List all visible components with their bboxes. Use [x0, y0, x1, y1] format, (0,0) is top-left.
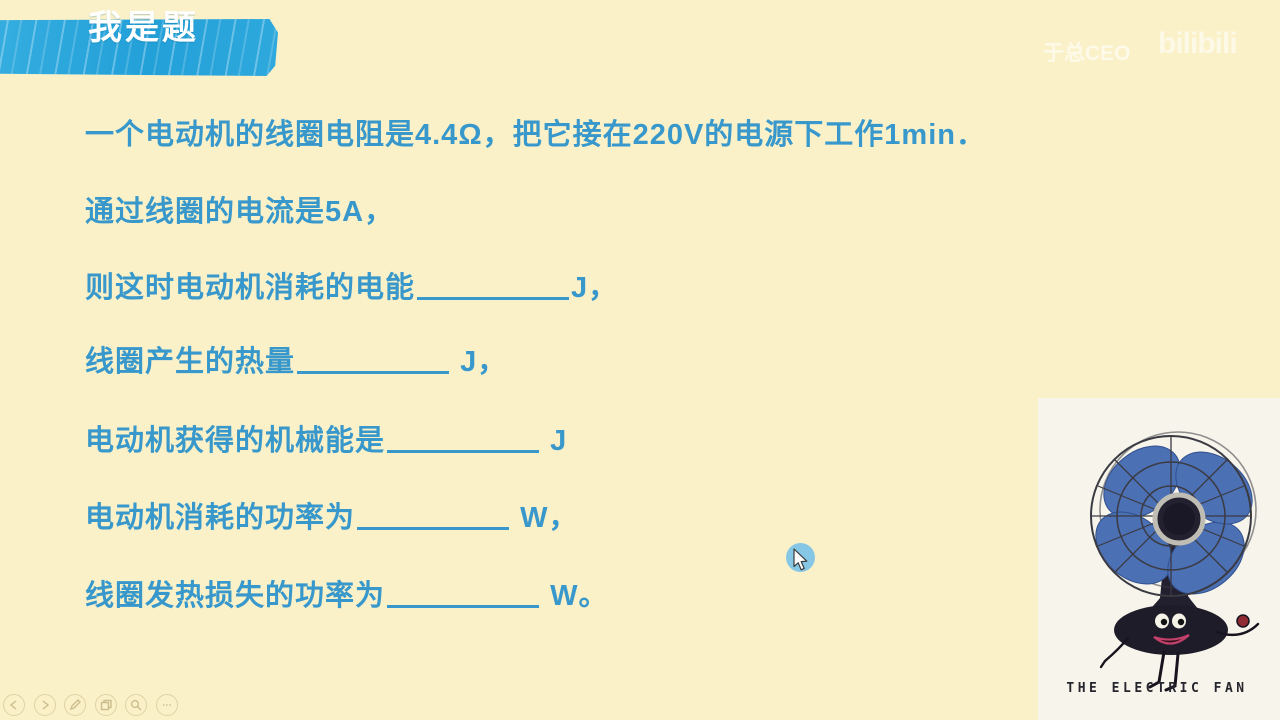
question-text: 则这时电动机消耗的电能: [85, 272, 416, 304]
fan-caption: THE ELECTRIC FAN: [1066, 681, 1248, 696]
blank-underline: [417, 274, 570, 300]
blank-underline: [387, 582, 540, 608]
question-line: 一个电动机的线圈电阻是4.4Ω，把它接在220V的电源下工作1min．: [85, 111, 986, 153]
presenter-controls[interactable]: [3, 694, 178, 716]
electric-fan-icon: [1090, 431, 1260, 692]
title-banner: [0, 19, 278, 76]
slides-icon[interactable]: [94, 694, 117, 716]
magnifier-icon[interactable]: [125, 694, 147, 716]
pen-icon[interactable]: [64, 694, 86, 716]
question-line: 通过线圈的电流是5A，: [85, 188, 394, 230]
question-unit: W。: [541, 580, 609, 612]
question-text: 一个电动机的线圈电阻是4.4Ω，把它接在220V的电源下工作1min．: [85, 119, 986, 151]
uploader-watermark: 于总CEO: [1043, 42, 1131, 65]
blank-underline: [387, 427, 540, 453]
question-unit: J: [541, 425, 568, 457]
question-unit: J，: [451, 346, 508, 378]
question-line: 线圈发热损失的功率为 W。: [85, 572, 608, 614]
question-unit: J，: [571, 272, 619, 304]
back-arrow-icon[interactable]: [3, 694, 25, 716]
question-text: 通过线圈的电流是5A，: [85, 196, 395, 228]
forward-arrow-icon[interactable]: [33, 694, 56, 716]
blank-underline: [357, 504, 510, 530]
question-text: 电动机获得的机械能是: [85, 425, 386, 457]
bilibili-logo: bilibili: [1158, 27, 1238, 60]
page-title: 我是题: [88, 9, 199, 47]
fan-illustration-card: THE ELECTRIC FAN: [1038, 398, 1280, 720]
question-text: 电动机消耗的功率为: [85, 502, 356, 534]
question-text: 线圈发热损失的功率为: [85, 580, 386, 612]
mouse-cursor-icon: [793, 548, 808, 571]
more-icon[interactable]: [155, 694, 178, 716]
question-line: 线圈产生的热量 J，: [85, 338, 507, 380]
question-unit: W，: [511, 502, 579, 534]
question-line: 则这时电动机消耗的电能 J，: [85, 264, 618, 306]
question-line: 电动机获得的机械能是 J: [85, 417, 567, 459]
question-line: 电动机消耗的功率为 W，: [85, 494, 578, 536]
question-text: 线圈产生的热量: [85, 346, 296, 378]
blank-underline: [297, 348, 450, 374]
